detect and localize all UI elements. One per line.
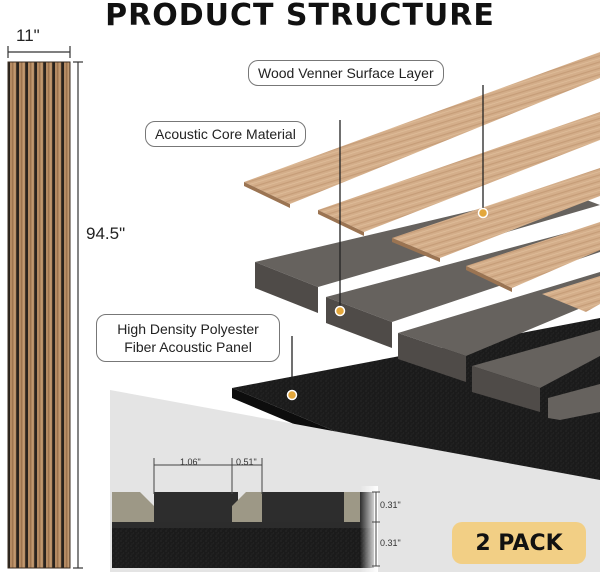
label-base-panel: High Density Polyester Fiber Acoustic Pa… <box>96 314 280 362</box>
panel-width-label: 11" <box>16 26 40 45</box>
slat-width-label: 1.06" <box>180 457 201 467</box>
height-dimension-line <box>73 61 83 569</box>
cross-section-dimensions <box>153 458 380 567</box>
page-title: PRODUCT STRUCTURE <box>105 0 495 33</box>
label-surface-layer: Wood Venner Surface Layer <box>248 60 444 86</box>
width-dimension-line <box>7 46 71 58</box>
gap-width-label: 0.51" <box>236 457 257 467</box>
pack-count-badge: 2 PACK <box>452 522 586 564</box>
label-base-panel-line2: Fiber Acoustic Panel <box>124 339 252 355</box>
marker-dots <box>286 207 489 401</box>
slat-height-label: 0.31" <box>380 500 401 510</box>
panel-height-label: 94.5" <box>86 224 126 243</box>
base-height-label: 0.31" <box>380 538 401 548</box>
label-base-panel-line1: High Density Polyester <box>117 321 259 337</box>
leader-lines <box>291 85 484 394</box>
label-core-material: Acoustic Core Material <box>145 121 306 147</box>
full-panel-image <box>7 61 71 569</box>
wood-veneer-layer <box>244 52 600 312</box>
